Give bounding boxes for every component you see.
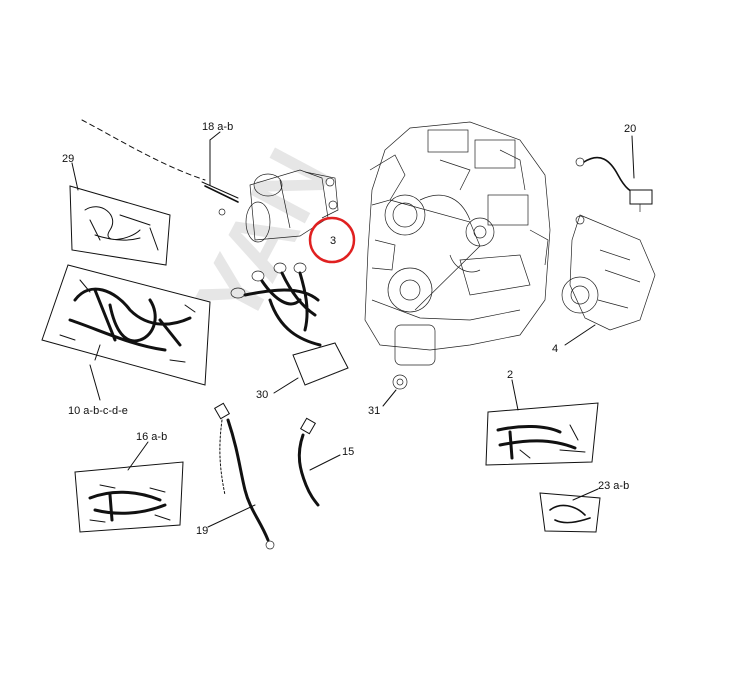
- washer: [392, 374, 408, 390]
- starter-motor: [245, 169, 339, 243]
- callout-20: 20: [624, 123, 636, 135]
- callout-29: 29: [62, 153, 74, 165]
- callout-31: 31: [368, 405, 380, 417]
- callout-2: 2: [507, 369, 513, 381]
- callout-3: 3: [330, 235, 336, 247]
- sensor-cable: [575, 156, 653, 212]
- highlight-circle: [308, 216, 356, 264]
- harness-package-29: [69, 185, 171, 266]
- callout-30: 30: [256, 389, 268, 401]
- callout-23: 23 a-b: [598, 480, 629, 492]
- callout-15: 15: [342, 446, 354, 458]
- harness-package-10: [41, 264, 211, 386]
- leader-lines: [71, 131, 635, 528]
- harness-30: [230, 262, 349, 386]
- battery-cable: [297, 417, 320, 507]
- harness-package-16: [74, 461, 184, 533]
- ground-cable: [213, 402, 275, 550]
- callout-10: 10 a-b-c-d-e: [68, 405, 128, 417]
- alternator: [561, 214, 656, 331]
- callout-4: 4: [552, 343, 558, 355]
- engine-block: [364, 121, 551, 366]
- harness-package-23: [539, 492, 601, 533]
- dashed-cable: [81, 119, 206, 181]
- callout-18: 18 a-b: [202, 121, 233, 133]
- callout-19: 19: [196, 525, 208, 537]
- harness-package-2: [485, 402, 599, 466]
- bolt: [201, 139, 239, 216]
- callout-16: 16 a-b: [136, 431, 167, 443]
